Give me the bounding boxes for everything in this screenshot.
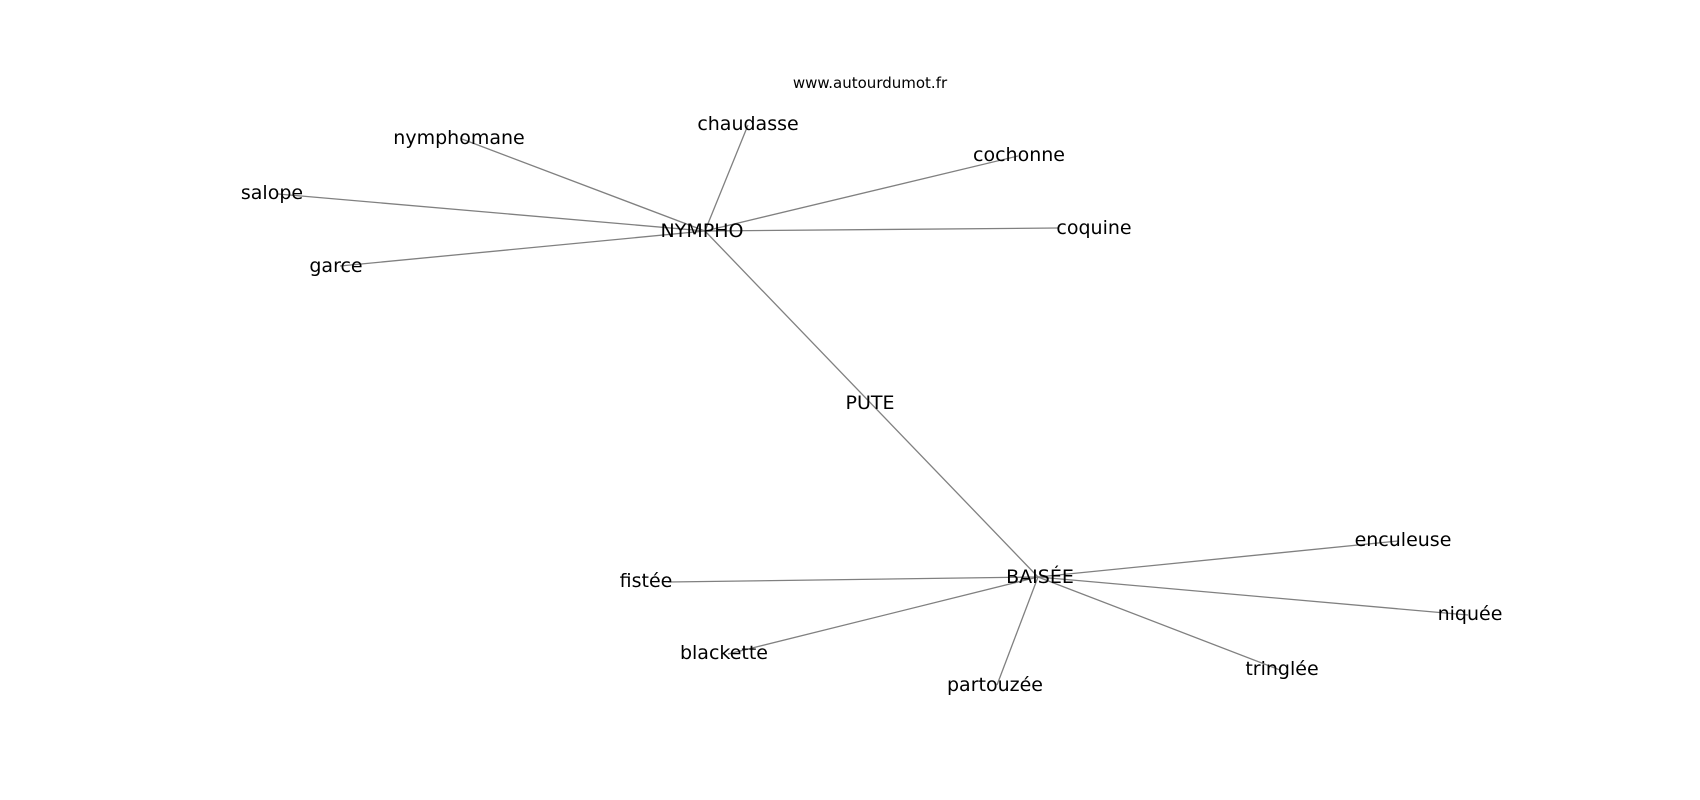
- hub-node-label: NYMPHO: [661, 220, 744, 242]
- graph-nodes: NYMPHO nymphomane chaudasse cochonne salope c…: [241, 113, 1503, 696]
- word-node-label: nymphomane: [393, 127, 524, 149]
- edge-1-2: [1037, 576, 1469, 616]
- word-node-label: fistée: [620, 570, 673, 592]
- edge-hub-to-hub: [704, 230, 1039, 578]
- edge-1-3: [727, 576, 1039, 655]
- word-node-label: cochonne: [973, 144, 1065, 166]
- edge-0-3: [277, 193, 706, 232]
- edge-0-2: [704, 155, 1019, 232]
- word-node-label: coquine: [1056, 217, 1131, 239]
- word-node-label: blackette: [680, 642, 768, 664]
- site-watermark: www.autourdumot.fr: [793, 74, 948, 92]
- word-node-label: chaudasse: [697, 113, 798, 135]
- edge-0-0: [461, 138, 706, 232]
- edge-0-5: [339, 230, 706, 267]
- edge-0-4: [704, 227, 1059, 232]
- word-node-label: tringlée: [1245, 658, 1318, 680]
- edge-1-1: [667, 576, 1039, 583]
- center-node-label: PUTE: [846, 392, 895, 414]
- hub-node-label: BAISÉE: [1006, 565, 1074, 588]
- edge-0-1: [704, 124, 749, 232]
- word-node-label: salope: [241, 182, 303, 204]
- word-node-label: partouzée: [947, 674, 1043, 696]
- word-node-label: garce: [309, 255, 362, 277]
- edge-1-0: [1037, 540, 1399, 578]
- graph-edges: [277, 124, 1469, 686]
- word-node-label: niquée: [1438, 603, 1503, 625]
- edge-1-4: [1037, 576, 1281, 671]
- edge-1-5: [996, 576, 1039, 686]
- word-node-label: enculeuse: [1355, 529, 1452, 551]
